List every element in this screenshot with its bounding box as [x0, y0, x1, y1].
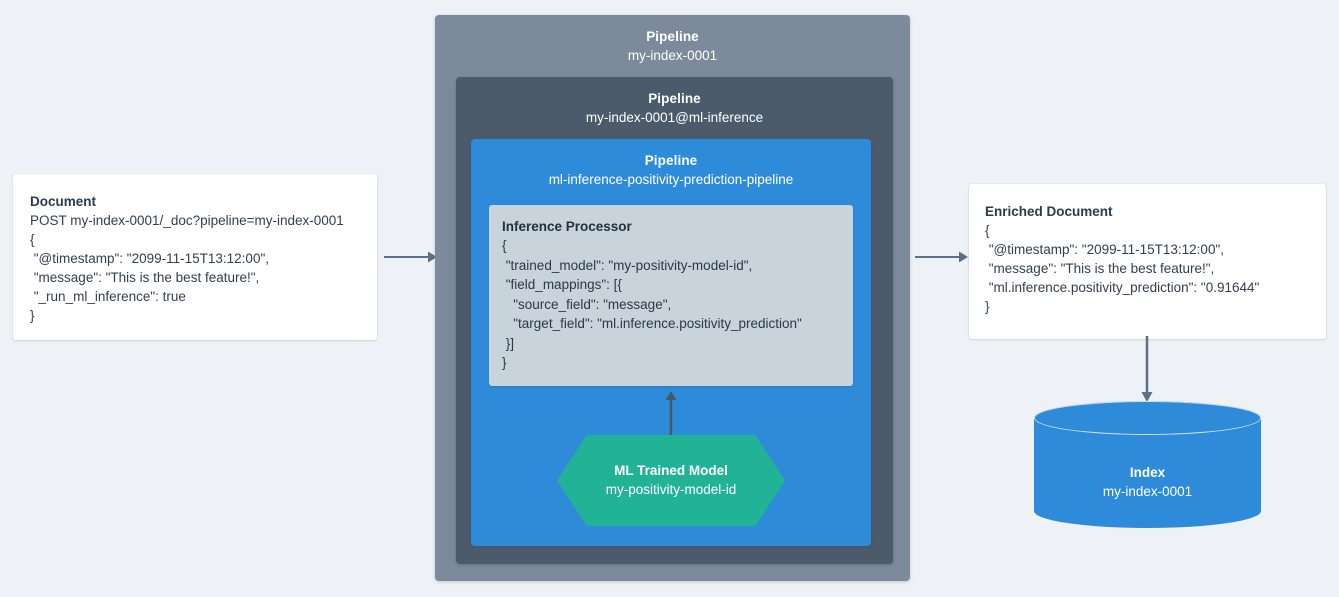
document-line: POST my-index-0001/_doc?pipeline=my-inde… — [30, 213, 344, 228]
enriched-document-line: "message": "This is the best feature!", — [985, 261, 1215, 276]
pipeline-inner-name: ml-inference-positivity-prediction-pipel… — [548, 172, 794, 187]
pipeline-inner-header: Pipeline ml-inference-positivity-predict… — [471, 139, 871, 190]
inference-processor-line: "trained_model": "my-positivity-model-id… — [502, 257, 753, 273]
document-card: Document POST my-index-0001/_doc?pipelin… — [13, 174, 377, 340]
pipeline-mid-name: my-index-0001@ml-inference — [585, 110, 764, 125]
pipeline-outer-header: Pipeline my-index-0001 — [435, 15, 910, 66]
document-title: Document — [30, 194, 97, 209]
index-cylinder: Index my-index-0001 — [1034, 401, 1261, 528]
enriched-document-card: Enriched Document { "@timestamp": "2099-… — [969, 184, 1326, 339]
inference-processor-line: "source_field": "message", — [502, 296, 672, 312]
ml-trained-model-hexagon: ML Trained Model my-positivity-model-id — [557, 435, 785, 526]
pipeline-mid-header: Pipeline my-index-0001@ml-inference — [456, 77, 893, 128]
model-to-processor-arrow — [665, 391, 677, 437]
pipeline-mid-kind: Pipeline — [648, 91, 701, 106]
document-to-pipeline-arrow — [384, 251, 437, 263]
cylinder-rim — [1034, 401, 1261, 435]
document-line: "message": "This is the best feature!", — [30, 270, 260, 285]
enriched-document-line: "@timestamp": "2099-11-15T13:12:00", — [985, 242, 1224, 257]
inference-processor-line: "field_mappings": [{ — [502, 277, 622, 292]
inference-processor-box: Inference Processor { "trained_model": "… — [489, 205, 853, 386]
inference-processor-line: { — [502, 238, 507, 253]
inference-processor-line: }] — [502, 335, 515, 351]
pipeline-outer-kind: Pipeline — [646, 29, 699, 44]
index-name: my-index-0001 — [1102, 484, 1193, 499]
enriched-to-index-arrow — [1141, 336, 1153, 402]
ml-model-kind: ML Trained Model — [614, 463, 728, 478]
index-label: Index my-index-0001 — [1034, 463, 1261, 502]
document-line: { — [30, 232, 35, 247]
pipeline-inner-kind: Pipeline — [644, 153, 698, 168]
inference-processor-title: Inference Processor — [502, 219, 632, 234]
document-line: } — [30, 308, 35, 323]
index-kind: Index — [1129, 465, 1166, 480]
document-line: "_run_ml_inference": true — [30, 289, 186, 304]
pipeline-outer-name: my-index-0001 — [627, 48, 718, 63]
enriched-document-line: } — [985, 299, 990, 314]
pipeline-to-enriched-arrow — [915, 251, 968, 263]
inference-processor-line: "target_field": "ml.inference.positivity… — [502, 316, 802, 331]
enriched-document-line: { — [985, 223, 990, 238]
inference-processor-line: } — [502, 355, 507, 370]
enriched-document-title: Enriched Document — [985, 204, 1113, 219]
ml-model-name: my-positivity-model-id — [605, 482, 737, 497]
enriched-document-line: "ml.inference.positivity_prediction": "0… — [985, 280, 1260, 295]
document-line: "@timestamp": "2099-11-15T13:12:00", — [30, 251, 269, 266]
